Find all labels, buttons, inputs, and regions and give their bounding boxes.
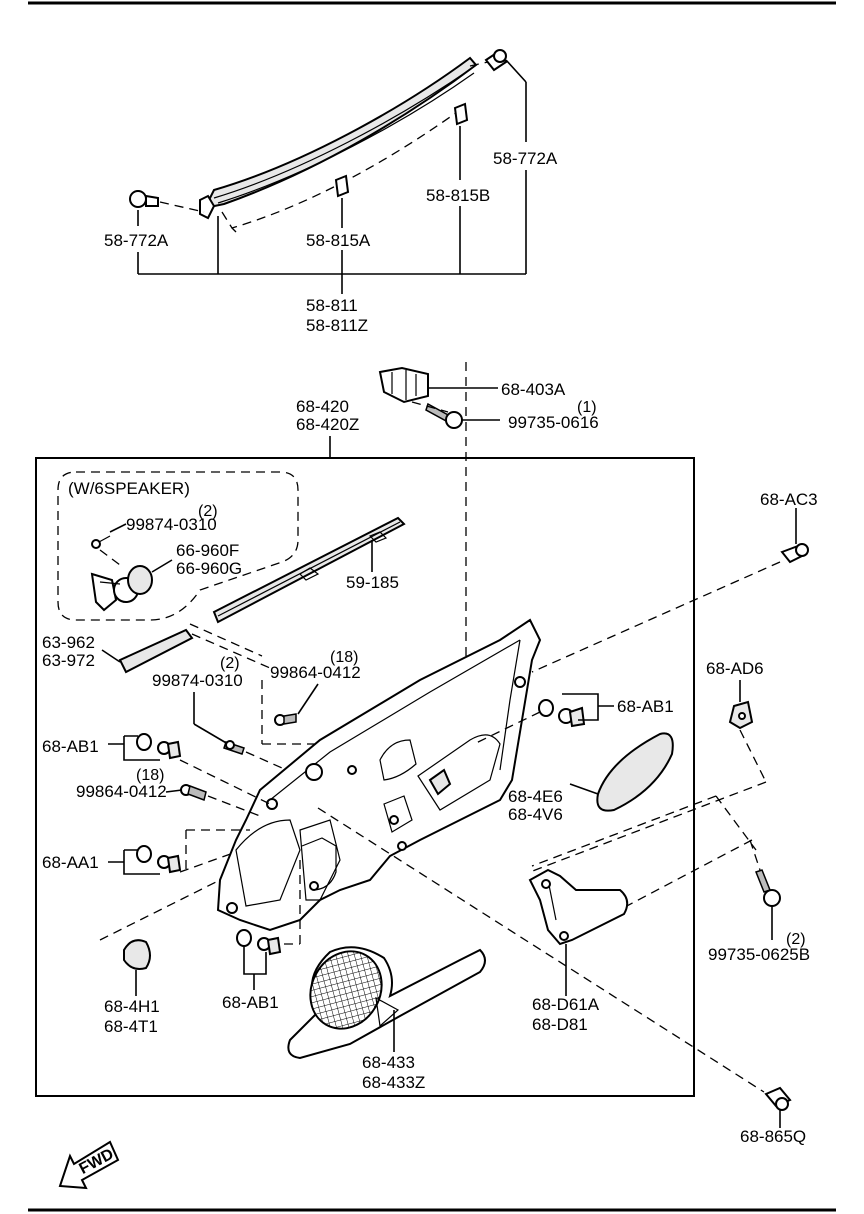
bracket-68-403A [378, 366, 429, 404]
clip-68-AB1-right [538, 699, 586, 728]
screw-99874-0310-b [223, 740, 245, 755]
label-68-AB1-bottom: 68-AB1 [222, 993, 279, 1012]
label-58-772A-left: 58-772A [104, 231, 169, 250]
clip-68-AD6 [728, 700, 754, 730]
label-99735-0625B-qty: (2) [786, 931, 806, 948]
label-99874-0310-b: 99874-0310 [152, 671, 243, 690]
label-99864-0412-b: 99864-0412 [76, 782, 167, 801]
label-63-962: 63-962 [42, 633, 95, 652]
label-68-D61A: 68-D61A [532, 995, 600, 1014]
garnish-63-962 [118, 628, 194, 674]
clip-68-AA1 [136, 845, 182, 874]
label-68-AA1: 68-AA1 [42, 853, 99, 872]
label-58-815B: 58-815B [426, 186, 490, 205]
label-68-4T1: 68-4T1 [104, 1017, 158, 1036]
weatherstrip-group [129, 49, 527, 294]
tweeter-66-960F [90, 565, 153, 612]
cap-68-4H1 [123, 939, 151, 970]
speaker-grille-panel-68-433 [287, 946, 486, 1060]
clip-68-AB1-left [136, 733, 182, 760]
label-99874-0310-b-qty: (2) [220, 655, 240, 672]
label-58-811Z: 58-811Z [306, 316, 368, 335]
label-68-AB1-left: 68-AB1 [42, 737, 99, 756]
label-59-185: 59-185 [346, 573, 399, 592]
pull-handle-68-D61A [528, 868, 629, 946]
label-99735-0625B: 99735-0625B [708, 945, 810, 964]
screw-99874-0310-a [91, 535, 111, 549]
label-99864-0412-a-qty: (18) [330, 649, 358, 666]
label-68-4V6: 68-4V6 [508, 805, 563, 824]
label-68-4H1: 68-4H1 [104, 997, 160, 1016]
screw-99864-0412-a [274, 713, 297, 726]
belt-molding-59-185 [212, 516, 406, 624]
label-68-865Q: 68-865Q [740, 1127, 806, 1146]
label-68-420Z: 68-420Z [296, 415, 359, 434]
label-68-AC3: 68-AC3 [760, 490, 818, 509]
label-68-AD6: 68-AD6 [706, 659, 764, 678]
label-speaker-option: (W/6SPEAKER) [68, 479, 190, 498]
fastener-68-AC3 [780, 543, 809, 564]
label-58-815A: 58-815A [306, 231, 371, 250]
label-68-D81: 68-D81 [532, 1015, 588, 1034]
label-68-433Z: 68-433Z [362, 1073, 425, 1092]
clip-68-AB1-bottom [236, 929, 282, 956]
label-68-433: 68-433 [362, 1053, 415, 1072]
speaker-grille-mesh [309, 950, 383, 1030]
label-68-4E6: 68-4E6 [508, 787, 563, 806]
clip-58-815A [334, 174, 350, 198]
label-68-403A: 68-403A [501, 380, 566, 399]
fastener-58-772A-top [484, 49, 508, 72]
fastener-58-772A-left [129, 190, 159, 208]
door-trim-assembly-box [35, 457, 695, 1097]
screw-99735-0625B [755, 869, 781, 907]
label-99735-0616-qty: (1) [577, 399, 597, 416]
label-99874-0310-a: 99874-0310 [126, 515, 217, 534]
fastener-68-865Q [764, 1086, 792, 1111]
label-99864-0412-a: 99864-0412 [270, 663, 361, 682]
label-58-772A-top: 58-772A [493, 149, 558, 168]
speaker-option-outline [57, 471, 299, 621]
label-99735-0616: 99735-0616 [508, 413, 599, 432]
screw-99864-0412-b [180, 784, 207, 801]
door-trim-panel-68-420 [216, 618, 542, 932]
label-63-972: 63-972 [42, 651, 95, 670]
clip-58-815B [453, 102, 469, 126]
armrest-pad-68-4E6 [596, 732, 674, 812]
label-68-420: 68-420 [296, 397, 349, 416]
label-99874-0310-a-qty: (2) [198, 503, 218, 520]
label-66-960G: 66-960G [176, 559, 242, 578]
label-68-AB1-right: 68-AB1 [617, 697, 674, 716]
fwd-direction-arrow: FWD [58, 1140, 120, 1190]
label-66-960F: 66-960F [176, 541, 239, 560]
label-58-811: 58-811 [306, 296, 358, 315]
label-99864-0412-b-qty: (18) [136, 767, 164, 784]
